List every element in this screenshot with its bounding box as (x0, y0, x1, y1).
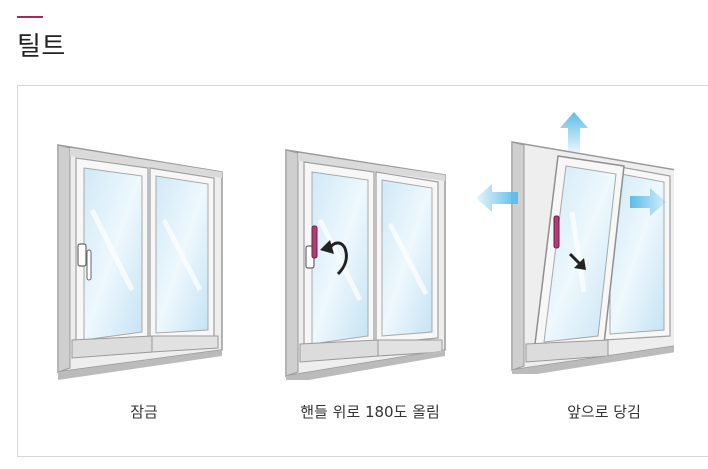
window-lock-illustration (57, 144, 223, 380)
window-tilt-illustration (476, 112, 674, 374)
window-handle-up-illustration (285, 149, 446, 380)
handle-rotate-arrow-icon (326, 241, 348, 276)
tilt-arrows-icon (476, 112, 666, 216)
step-caption-lock: 잠금 (130, 403, 158, 421)
step-caption-handle-up: 핸들 위로 180도 올림 (300, 403, 440, 421)
step-caption-pull: 앞으로 당김 (567, 403, 641, 421)
section-title: 틸트 (17, 32, 66, 62)
section-accent-bar (17, 16, 43, 18)
pull-arrow-icon (568, 252, 582, 266)
